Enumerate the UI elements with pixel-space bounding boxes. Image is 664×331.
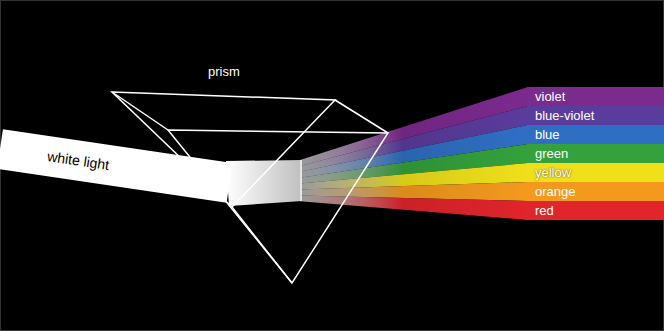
spectrum-band: orange [527,182,664,201]
color-name: orange [535,184,575,199]
part-name: prism [208,64,240,79]
spectrum-band: green [527,144,664,163]
prism-edge [335,100,388,133]
prism-edge [232,207,292,283]
prism-front-face [168,130,388,283]
color-name: blue-violet [535,108,594,123]
spectrum-band: yellow [527,163,664,182]
spectrum-band: violet [527,87,664,106]
spectrum-band: blue [527,125,664,144]
color-name: green [535,146,568,161]
color-name: yellow [535,165,571,180]
spectrum-band: red [527,201,664,220]
spectrum-band: blue-violet [527,106,664,125]
color-name: red [535,203,554,218]
prism-edge [112,92,168,130]
light-beam: white light [0,129,232,202]
color-name: violet [535,89,565,104]
color-name: blue [535,127,560,142]
light-in-prism [226,160,302,206]
beam-label: white light [46,148,110,173]
